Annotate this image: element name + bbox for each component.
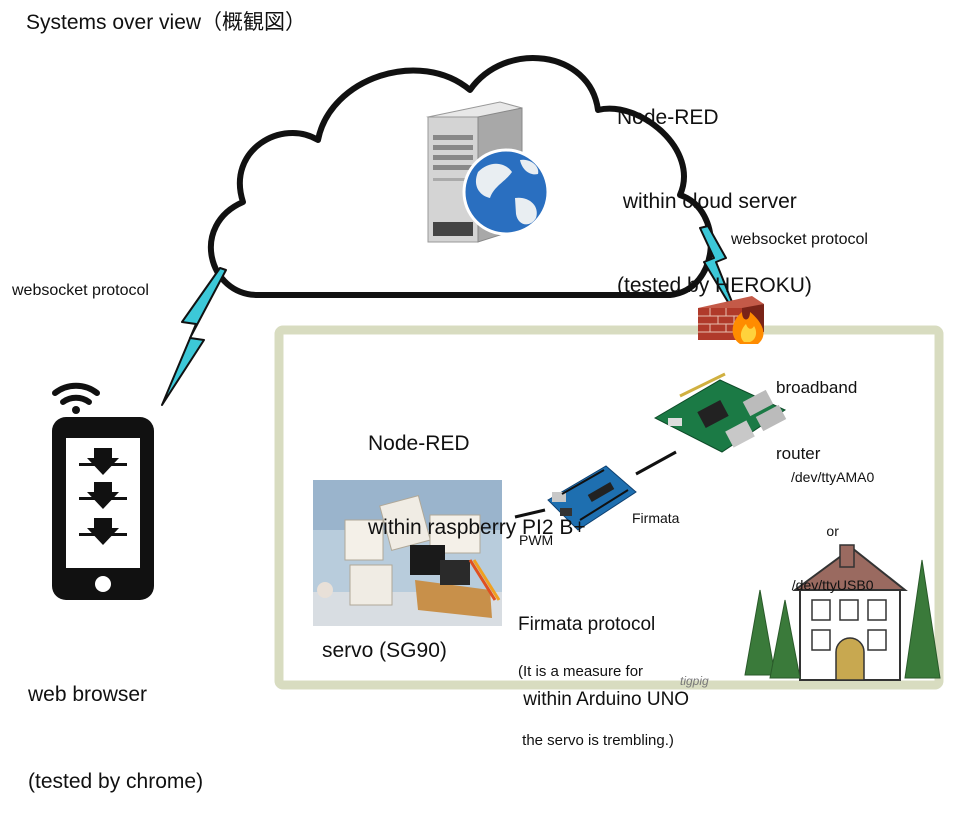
firewall-icon [698,296,764,344]
browser-label: web browser (tested by chrome) [28,622,203,825]
smartphone-icon [52,417,154,600]
arduino-board [547,465,637,531]
websocket-label-right: websocket protocol [731,231,868,248]
serial-line1: /dev/ttyAMA0 [791,469,875,485]
tree-icon-1 [744,589,776,676]
lightning-icon-right [699,225,741,323]
signature: tigpig [680,674,709,688]
diagram-canvas [52,55,944,690]
cloud-server-line2: within cloud server [617,190,797,213]
serial-line2: or [826,523,839,539]
router-label: broadband router [776,333,857,487]
servo-label: servo (SG90) [322,639,447,662]
serial-line3: /dev/ttyUSB0 [791,577,874,593]
raspberry-pi-board [653,372,787,453]
browser-line2: (tested by chrome) [28,770,204,793]
browser-line1: web browser [28,683,148,706]
house-illustration [744,544,941,681]
websocket-label-left: websocket protocol [12,282,149,299]
router-line1: broadband [776,378,858,397]
arduino-line1: Firmata protocol [518,614,656,635]
cloud-server-line1: Node-RED [617,106,719,129]
lightning-icon-left [161,267,227,406]
diagram-title: Systems over view（概観図） [26,11,307,34]
arduino-note1: (It is a measure for [518,663,644,680]
arduino-note2: the servo is trembling.) [518,732,674,749]
serial-connection-line [635,450,677,476]
tree-icon-2 [769,599,801,679]
pwm-connection-line [514,508,546,519]
router-line2: router [776,444,821,463]
raspberry-line2: within raspberry PI2 B+ [368,516,586,539]
raspberry-line1: Node-RED [368,432,470,455]
raspberry-label: Node-RED within raspberry PI2 B+ [368,374,586,570]
tree-icon-3 [904,559,941,679]
home-network-border [274,325,944,690]
arduino-note: (It is a measure for the servo is trembl… [518,614,674,775]
cloud-server-label: Node-RED within cloud server (tested by … [617,48,812,328]
servo-photo [313,480,502,626]
serial-port-label: /dev/ttyAMA0 or /dev/ttyUSB0 [791,432,874,612]
firmata-label: Firmata [632,510,680,526]
globe-icon [462,148,550,236]
pwm-label: PWM [519,532,554,548]
cloud-server-line3: (tested by HEROKU) [617,274,812,297]
wifi-icon [52,382,100,414]
